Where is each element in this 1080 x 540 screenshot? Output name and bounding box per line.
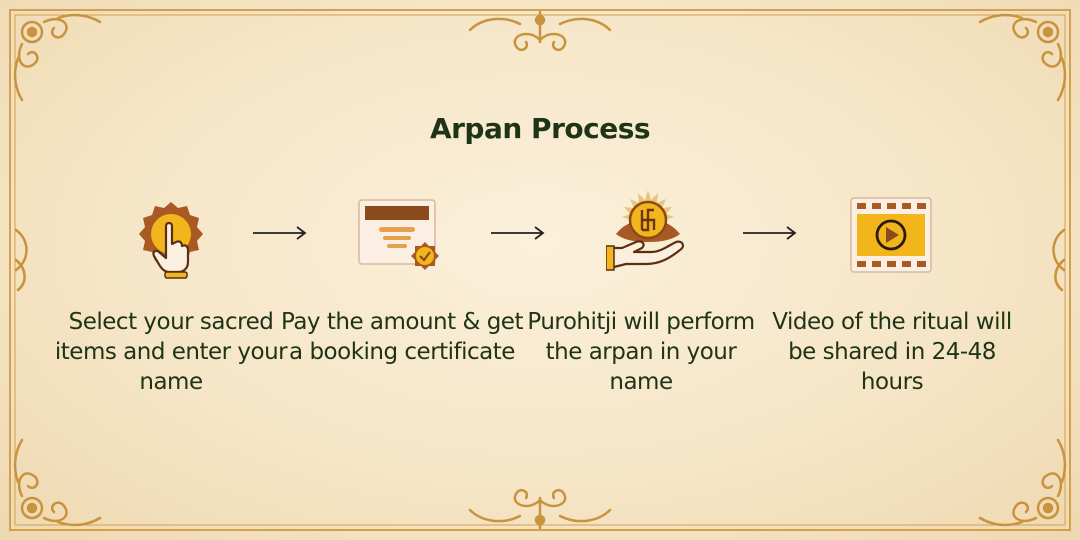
step-3-label: Purohitji will perform the arpan in your… bbox=[527, 309, 755, 395]
corner-flourish-top-left bbox=[13, 13, 102, 102]
left-side-ornament bbox=[14, 228, 28, 292]
corner-flourish-bottom-left bbox=[13, 438, 102, 527]
certificate-icon bbox=[358, 199, 439, 270]
arrow-right-icon bbox=[491, 226, 545, 240]
corner-flourish-bottom-right bbox=[978, 438, 1067, 527]
top-center-ornament bbox=[468, 10, 612, 52]
right-side-ornament bbox=[1052, 228, 1066, 292]
corner-flourish-top-right bbox=[978, 13, 1067, 102]
arrow-right-icon bbox=[743, 226, 797, 240]
hand-tap-icon bbox=[139, 202, 203, 279]
page-title: Arpan Process bbox=[429, 112, 651, 145]
step-1-label: Select your sacred items and enter your … bbox=[54, 309, 288, 395]
step-2-label: Pay the amount & get a booking certifica… bbox=[281, 309, 523, 365]
arrow-right-icon bbox=[253, 226, 307, 240]
swastika-offering-icon bbox=[606, 190, 685, 271]
bottom-center-ornament bbox=[468, 488, 612, 530]
step-4-label: Video of the ritual will be shared in 24… bbox=[772, 309, 1012, 395]
video-play-icon bbox=[850, 197, 932, 273]
